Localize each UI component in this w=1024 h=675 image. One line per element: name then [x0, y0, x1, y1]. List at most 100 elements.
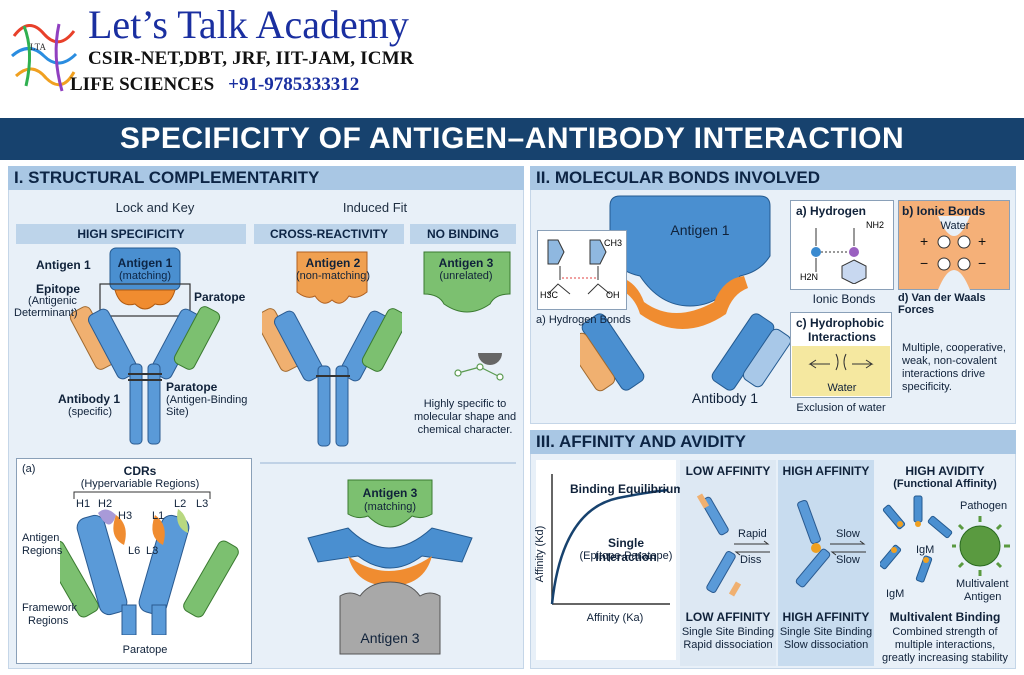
- igm1-label: IgM: [916, 544, 935, 556]
- exclusion-label: Exclusion of water: [796, 402, 886, 414]
- high-affinity-bottom: HIGH AFFINITY: [782, 610, 870, 624]
- epitope-sub1: (Antigenic: [28, 295, 77, 307]
- inset-a-label: (a): [22, 463, 36, 475]
- tag-cross-reactivity: CROSS-REACTIVITY: [254, 224, 404, 244]
- antigen3-matching-shape: [347, 479, 433, 528]
- ionic-bonds-label: Ionic Bonds: [812, 292, 876, 306]
- svg-text:+: +: [978, 233, 986, 249]
- multiple-3: interactions drive: [902, 368, 986, 380]
- framework-1: Framework: [22, 602, 78, 614]
- hbond-inset: [537, 230, 627, 310]
- y-axis-label: Affinity (Kd): [534, 525, 546, 583]
- pathogen-body: [959, 525, 1001, 567]
- epitope-sub2: Determinant): [14, 307, 78, 319]
- chem-h2n: H2N: [800, 272, 819, 282]
- b-ionic-label: b) Ionic Bonds: [902, 204, 986, 218]
- slow2-label: Slow: [836, 554, 860, 566]
- antigen3m-sub: (matching): [364, 501, 416, 513]
- svg-text:−: −: [920, 255, 928, 271]
- multiple-1: Multiple, cooperative,: [902, 342, 1006, 354]
- epitope-shape: [114, 289, 176, 310]
- antigen1-large-label: Antigen 1: [670, 222, 730, 238]
- antigen3-sub: (unrelated): [439, 270, 493, 282]
- high-desc-2: Slow dissociation: [783, 639, 869, 651]
- svg-text:+: +: [920, 233, 928, 249]
- combined-1: Combined strength of: [892, 626, 998, 638]
- cdr-h2: H2: [98, 498, 113, 510]
- antigen1-title: Antigen 1: [117, 256, 173, 270]
- low-desc-1: Single Site Binding: [681, 626, 775, 638]
- hydrogen-inset-structure: [811, 228, 867, 284]
- multivalent-1: Multivalent: [956, 578, 1009, 590]
- chem-ch3: CH3: [604, 238, 623, 248]
- high-affinity-title: HIGH AFFINITY: [782, 464, 870, 478]
- single-interaction-1: Single Interaction: [595, 536, 657, 564]
- antigen3-bottom-label: Antigen 3: [360, 630, 420, 646]
- hbond-inset-structure: [547, 239, 611, 295]
- epitope-label: Epitope: [36, 282, 80, 296]
- multivalent-2: Antigen: [964, 591, 1002, 603]
- single-interaction-2: (Epitope-Paratope): [579, 550, 673, 562]
- water2-label: Water: [827, 382, 857, 394]
- chem-oh: OH: [606, 290, 620, 300]
- ionic-inset-structure: + + − −: [920, 216, 986, 290]
- section3-heading: III. AFFINITY AND AVIDITY: [530, 430, 1016, 454]
- divider: [260, 462, 516, 464]
- antibody1-sub: (specific): [68, 406, 113, 418]
- life-sciences-line: LIFE SCIENCES+91-9785333312: [70, 74, 359, 96]
- slow1-label: Slow: [836, 528, 860, 540]
- phone-number: +91-9785333312: [228, 74, 360, 95]
- chem-h3c: H3C: [540, 290, 559, 300]
- low-affinity-bottom: LOW AFFINITY: [685, 610, 771, 624]
- paratope2-sub1: (Antigen-Binding: [166, 394, 248, 406]
- antigen2-title: Antigen 2: [305, 256, 361, 270]
- induced-fit-diagram: [307, 479, 473, 655]
- paratope2-sub2: Site): [166, 406, 189, 418]
- binding-eq-label: Binding Equilibrium: [570, 482, 684, 496]
- antigen1-large-shape: [609, 195, 771, 307]
- courses-list: CSIR-NET,DBT, JRF, IIT-JAM, ICMR: [88, 48, 414, 69]
- antibody-cross-reactivity-diagram: [262, 251, 402, 447]
- molecule-icon: [454, 353, 504, 381]
- antibody1-bonds-label: Antibody 1: [691, 390, 759, 406]
- rapid-arrows: [734, 540, 770, 556]
- hbonds-label: a) Hydrogen Bonds: [536, 314, 631, 326]
- high-affinity-panel: [778, 460, 874, 666]
- cdr-bracket: [73, 491, 211, 499]
- highly-specific-3: chemical character.: [417, 424, 513, 436]
- vdw-label: d) Van der Waals Forces: [898, 292, 986, 316]
- multivalent-binding: Multivalent Binding: [889, 610, 1001, 624]
- cdr-h3: H3: [118, 510, 133, 522]
- logo-text: LTA: [30, 42, 46, 52]
- academy-name: Let’s Talk Academy: [88, 2, 409, 47]
- tag-high-specificity: HIGH SPECIFICITY: [16, 224, 246, 244]
- antigen1-left-label: Antigen 1: [36, 258, 91, 272]
- igm2-label: IgM: [886, 588, 905, 600]
- antigen2-shape: [296, 251, 368, 304]
- a-hydrogen-label: a) Hydrogen: [796, 204, 867, 218]
- antibody1-label: Antibody 1: [58, 392, 120, 406]
- paratope-label: Paratope: [194, 290, 246, 304]
- paratope-bottom: Paratope: [122, 644, 168, 656]
- page-title: SPECIFICITY OF ANTIGEN–ANTIBODY INTERACT…: [0, 118, 1024, 160]
- antigen3-unrelated-shape: [423, 251, 511, 313]
- tag-no-binding: NO BINDING: [410, 224, 516, 244]
- c-hydrophobic-2: Interactions: [807, 330, 876, 344]
- cdr-h1: H1: [76, 498, 91, 510]
- academy-logo: [11, 23, 78, 92]
- combined-2: multiple interactions,: [894, 639, 996, 651]
- functional-affinity: (Functional Affinity): [893, 478, 997, 490]
- antigen3-title: Antigen 3: [438, 256, 494, 270]
- bonds-diagram: [580, 195, 792, 392]
- paratope2-label: Paratope: [166, 380, 218, 394]
- lock-key-label: Lock and Key: [115, 200, 195, 215]
- antigen1-sub: (matching): [119, 270, 171, 282]
- water-label: Water: [940, 220, 970, 232]
- antigen3-bottom-shape: [339, 581, 441, 655]
- svg-text:−: −: [978, 255, 986, 271]
- cdr-l6: L6: [128, 545, 141, 557]
- combined-3: greatly increasing stability: [882, 652, 1008, 664]
- section2-heading: II. MOLECULAR BONDS INVOLVED: [530, 166, 1016, 190]
- cdr-l3b: L3: [146, 545, 159, 557]
- framework-2: Regions: [28, 615, 69, 627]
